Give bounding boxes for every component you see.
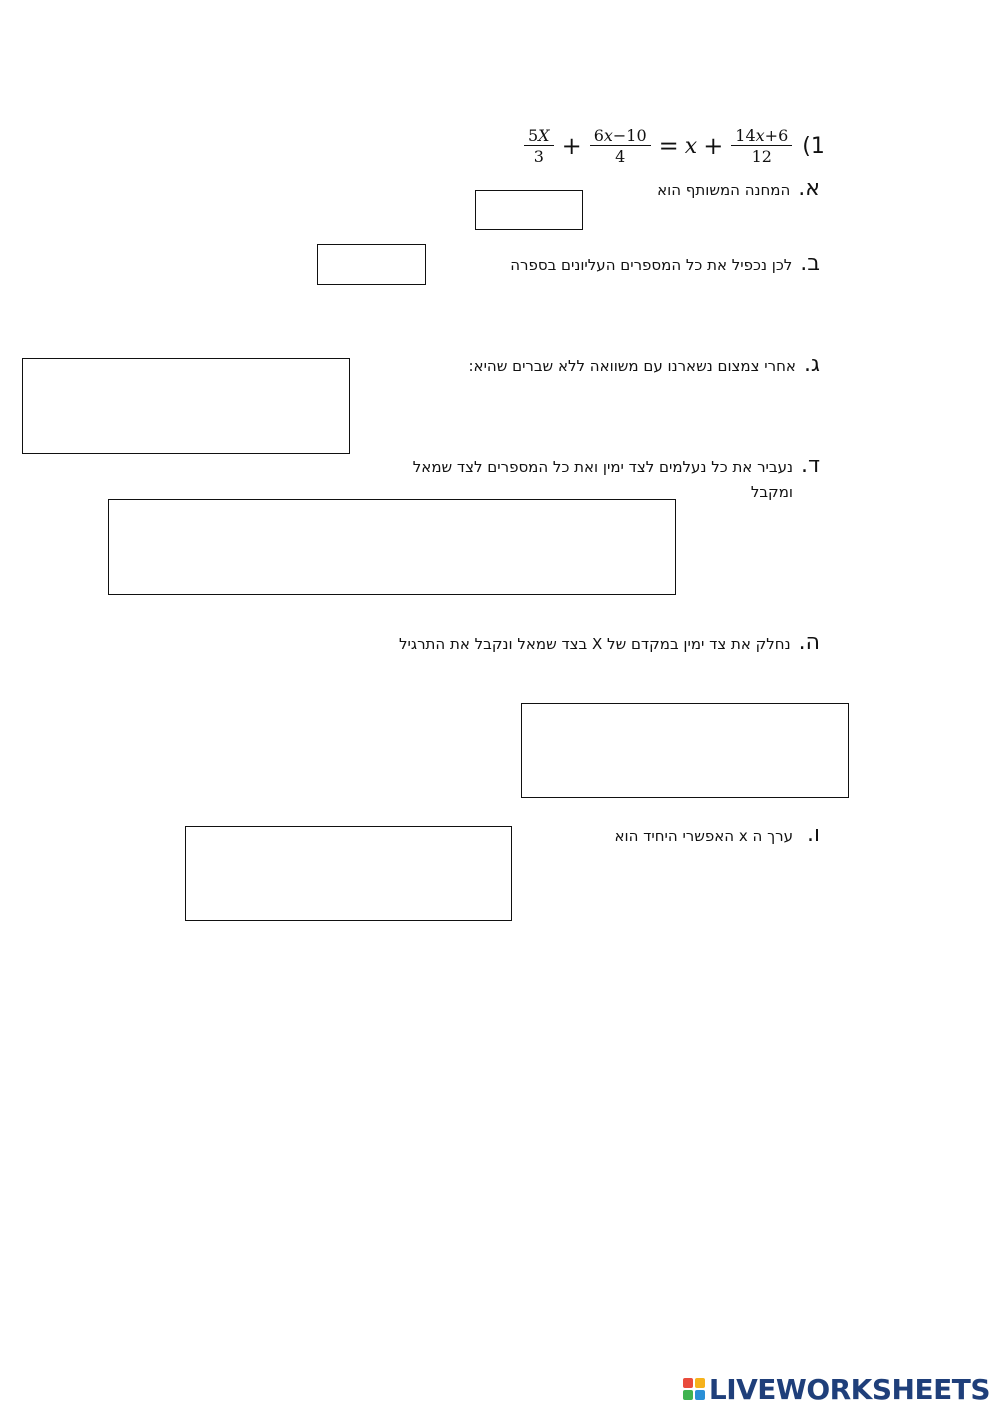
fraction-3: 14𝑥+6 12 — [731, 125, 793, 166]
fraction-2: 6𝑥−10 4 — [589, 125, 651, 166]
step-a: א. המחנה המשותף הוא — [657, 178, 820, 203]
logo-square-icon — [694, 1378, 705, 1388]
step-letter: ג. — [803, 352, 820, 377]
plus-sign: + — [703, 132, 724, 160]
answer-box-e[interactable] — [521, 703, 849, 798]
question-number: (1 — [802, 133, 825, 159]
step-c: ג. אחרי צמצום נשארנו עם משוואה ללא שברים… — [468, 354, 820, 379]
step-text: המחנה המשותף הוא — [657, 181, 791, 199]
answer-box-b[interactable] — [317, 244, 426, 285]
logo-square-icon — [682, 1390, 693, 1400]
fraction-1-numerator: 5𝑋 — [528, 125, 550, 145]
equation: 5𝑋 3 + 6𝑥−10 4 = 𝑥 + 14𝑥+6 12 (1 — [520, 118, 825, 174]
step-letter: ד. — [800, 453, 820, 478]
fraction-2-denominator: 4 — [589, 144, 651, 166]
fraction-1-denominator: 3 — [524, 144, 554, 166]
plus-sign: + — [561, 132, 582, 160]
step-letter: ו. — [807, 822, 820, 847]
step-f: ו. ערך ה x האפשרי היחיד הוא — [615, 824, 821, 849]
logo-square-icon — [682, 1378, 693, 1388]
answer-box-d[interactable] — [108, 499, 676, 595]
logo-grid-icon — [682, 1378, 705, 1400]
fraction-3-denominator: 12 — [731, 144, 793, 166]
fraction-2-numerator: 6𝑥−10 — [593, 125, 647, 145]
answer-box-a[interactable] — [475, 190, 583, 230]
step-text: נחלק את צד ימין במקדם של X בצד שמאל ונקב… — [399, 635, 791, 653]
logo-text: LIVEWORKSHEETS — [708, 1372, 991, 1406]
answer-box-f[interactable] — [185, 826, 512, 921]
fraction-3-numerator: 14𝑥+6 — [735, 125, 789, 145]
step-d: ד. נעביר את כל נעלמים לצד ימין ואת כל המ… — [380, 455, 820, 505]
step-text: ערך ה x האפשרי היחיד הוא — [614, 827, 794, 845]
step-letter: ב. — [800, 251, 820, 276]
variable-x: 𝑥 — [684, 133, 698, 159]
step-text: לכן נכפיל את כל המספרים העליונים בספרה — [510, 256, 793, 274]
fraction-1: 5𝑋 3 — [524, 125, 554, 166]
answer-box-c[interactable] — [22, 358, 350, 454]
step-b: ב. לכן נכפיל את כל המספרים העליונים בספר… — [510, 253, 820, 278]
step-letter: ה. — [798, 630, 820, 655]
step-e: ה. נחלק את צד ימין במקדם של X בצד שמאל ו… — [399, 632, 820, 657]
equals-sign: = — [658, 132, 679, 160]
liveworksheets-logo: LIVEWORKSHEETS — [682, 1371, 991, 1407]
step-text: אחרי צמצום נשארנו עם משוואה ללא שברים שה… — [468, 357, 796, 375]
step-text: נעביר את כל נעלמים לצד ימין ואת כל המספר… — [412, 458, 793, 501]
step-letter: א. — [798, 176, 820, 201]
logo-square-icon — [694, 1390, 705, 1400]
